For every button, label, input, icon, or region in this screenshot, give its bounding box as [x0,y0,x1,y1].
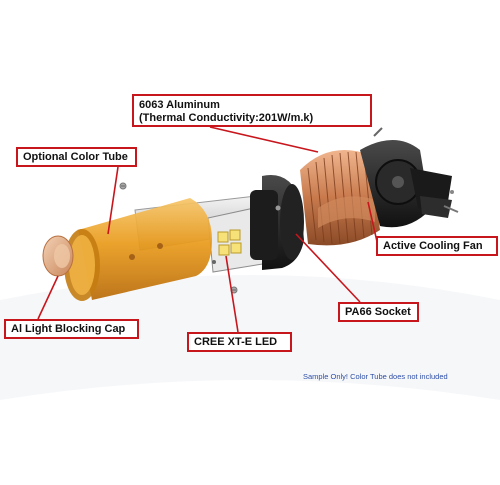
leader-lines [37,126,379,333]
blocking-cap-label: Al Light Blocking Cap [4,319,139,339]
aluminum-label-line2: (Thermal Conductivity:201W/m.k) [139,112,314,124]
color-tube [64,198,212,301]
aluminum-label: 6063 Aluminum (Thermal Conductivity:201W… [132,94,372,127]
socket-label: PA66 Socket [338,302,419,322]
color-tube-label: Optional Color Tube [16,147,137,167]
aluminum-label-line1: 6063 Aluminum [139,99,220,111]
led-label: CREE XT-E LED [187,332,292,352]
sample-note: Sample Only! Color Tube does not include… [303,372,448,381]
cooling-fan-label: Active Cooling Fan [376,236,498,256]
copper-heatsink [300,150,380,246]
pa66-socket [250,175,304,270]
blocking-cap [42,235,74,277]
screws [119,182,281,294]
cooling-fan [360,127,459,228]
